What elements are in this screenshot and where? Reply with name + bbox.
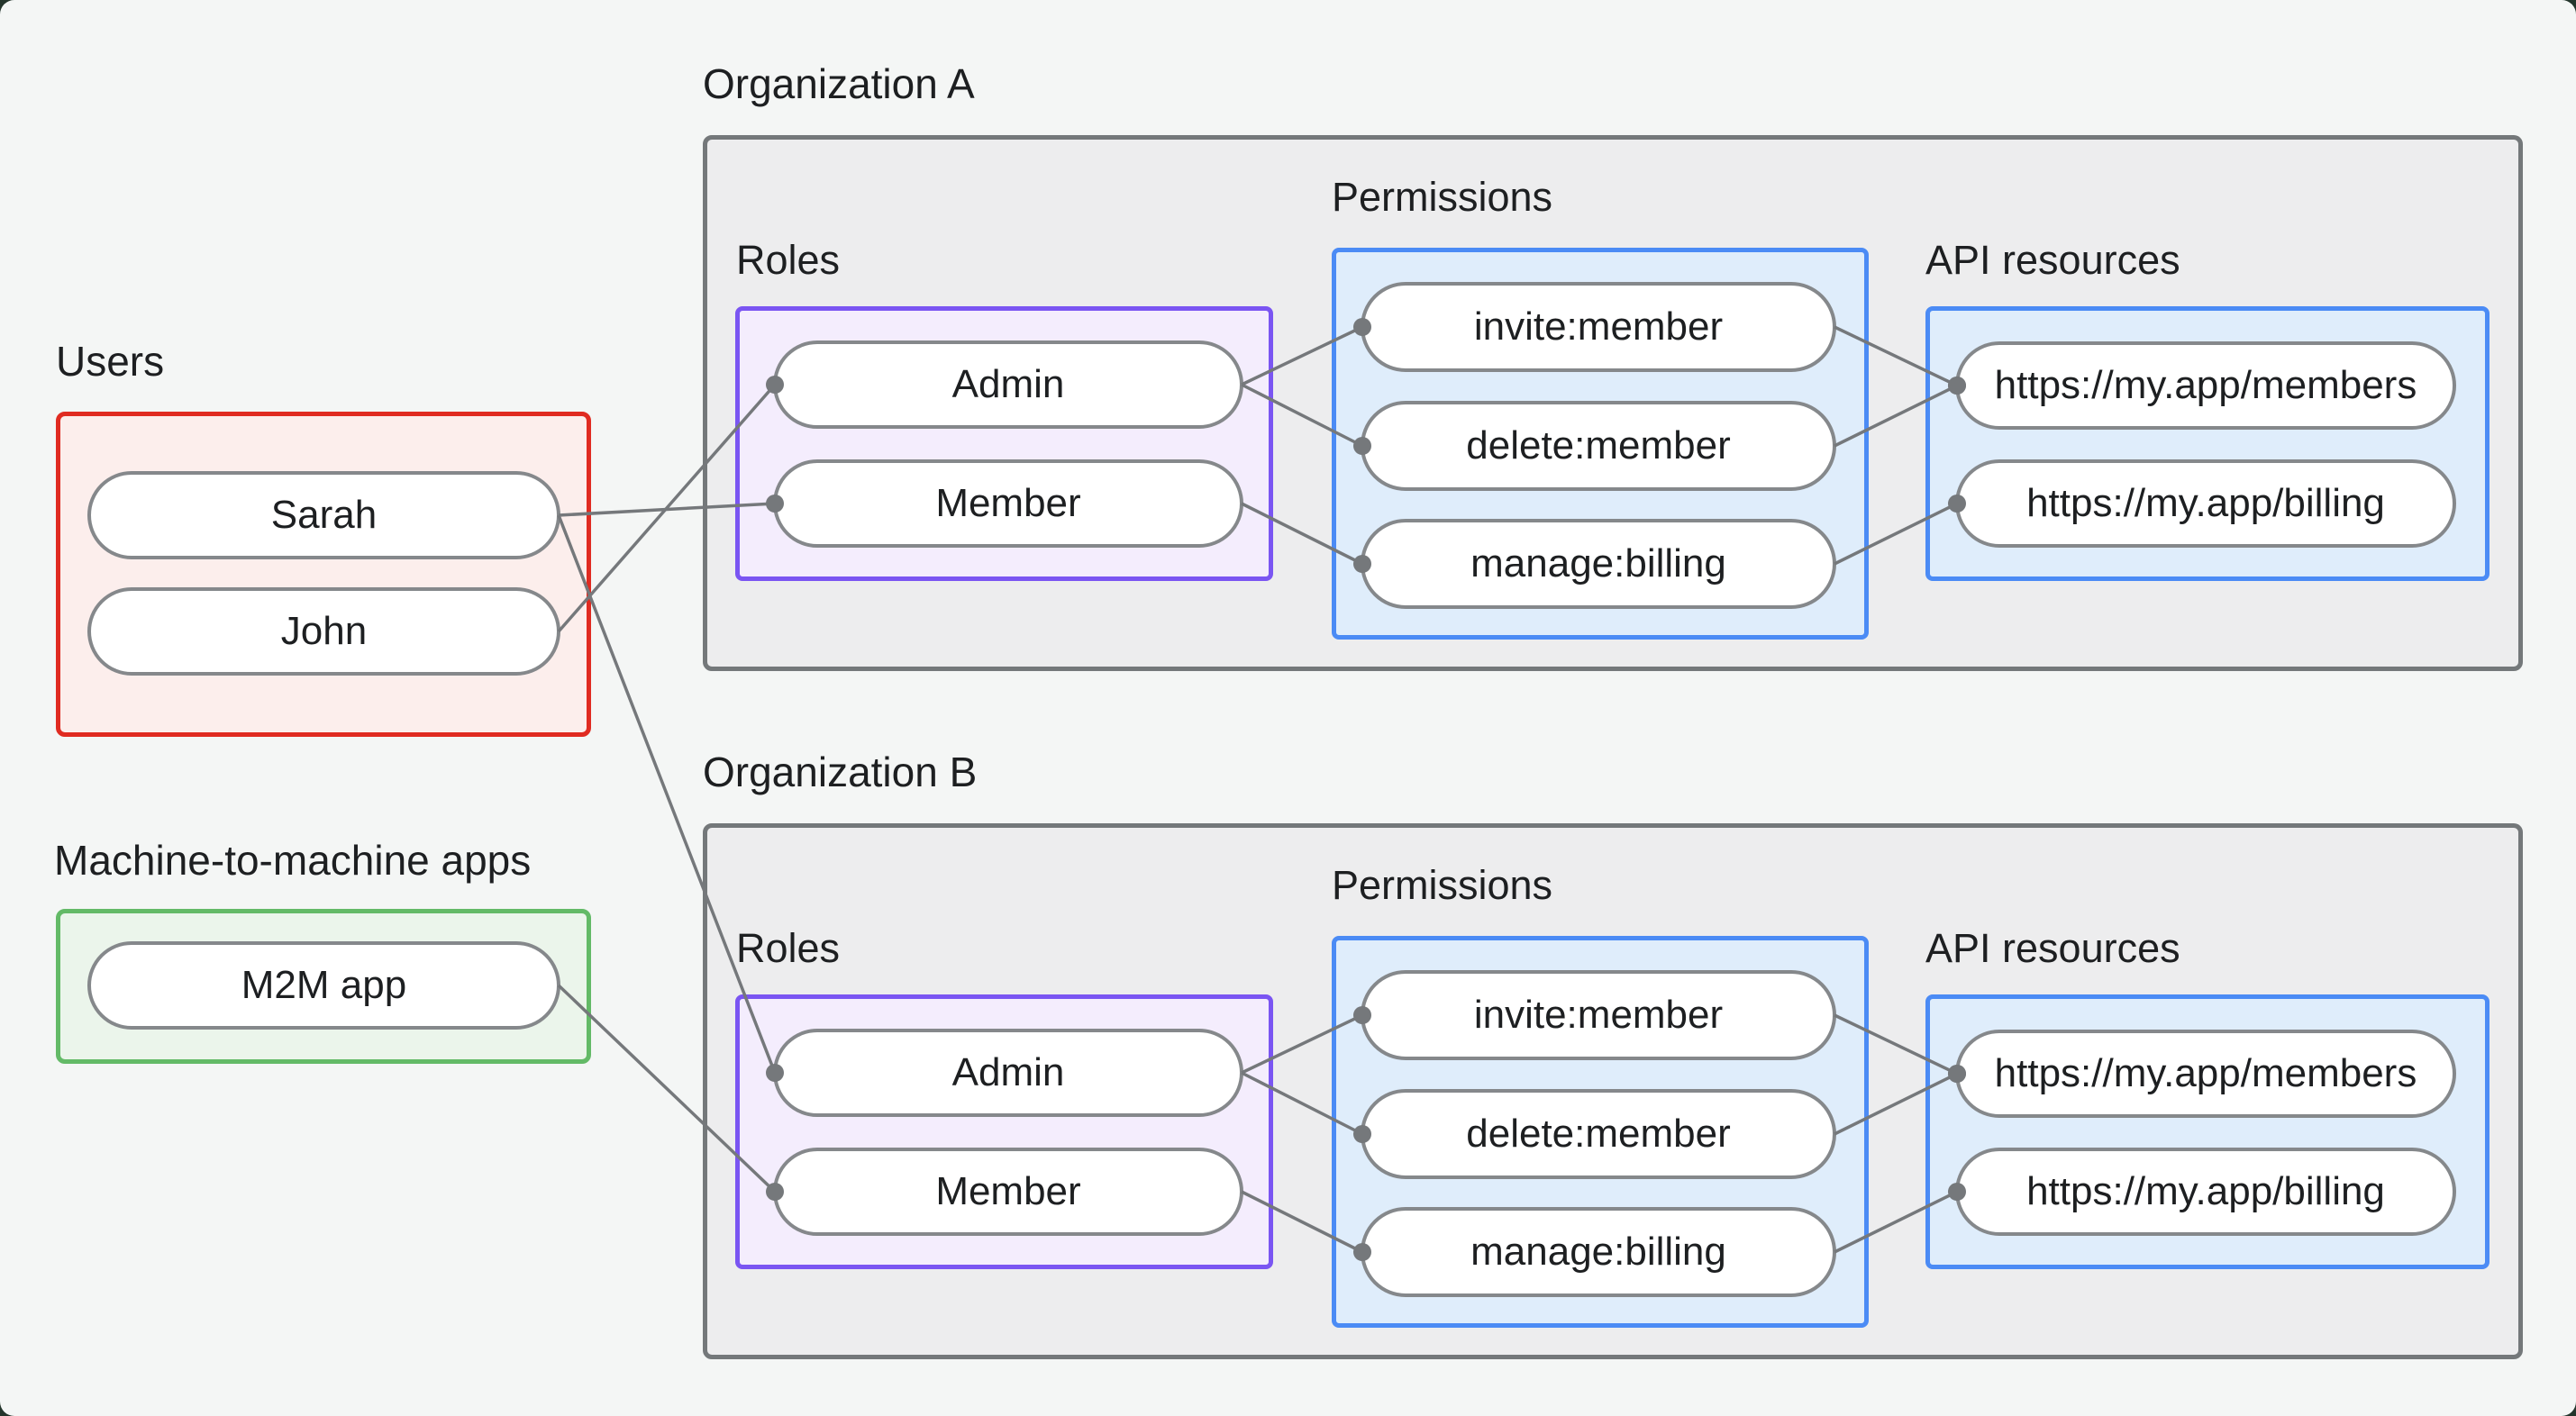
node-john: John xyxy=(87,587,560,676)
users-group-label: Users xyxy=(56,338,165,385)
node-org-b-admin: Admin xyxy=(773,1029,1243,1117)
node-org-a-manage-billing: manage:billing xyxy=(1361,519,1836,609)
node-org-b-invite-member: invite:member xyxy=(1361,970,1836,1060)
permissions-label-org-b: Permissions xyxy=(1332,862,1553,908)
org-b-label: Organization B xyxy=(703,749,978,795)
node-org-a-invite-member: invite:member xyxy=(1361,282,1836,372)
node-sarah: Sarah xyxy=(87,471,560,559)
users-group-box xyxy=(56,412,591,737)
m2m-group-label: Machine-to-machine apps xyxy=(54,837,532,884)
node-m2m-app: M2M app xyxy=(87,941,560,1030)
node-org-b-billing-api: https://my.app/billing xyxy=(1955,1148,2456,1236)
org-a-label: Organization A xyxy=(703,60,975,107)
node-org-a-member: Member xyxy=(773,459,1243,548)
node-org-a-delete-member: delete:member xyxy=(1361,401,1836,491)
node-org-a-billing-api: https://my.app/billing xyxy=(1955,459,2456,548)
node-org-b-manage-billing: manage:billing xyxy=(1361,1207,1836,1297)
node-org-b-member: Member xyxy=(773,1148,1243,1236)
node-org-b-delete-member: delete:member xyxy=(1361,1089,1836,1179)
node-org-b-members-api: https://my.app/members xyxy=(1955,1030,2456,1118)
node-org-a-members-api: https://my.app/members xyxy=(1955,341,2456,430)
api-resources-label-org-b: API resources xyxy=(1925,925,2180,971)
roles-label-org-b: Roles xyxy=(736,925,841,971)
roles-label-org-a: Roles xyxy=(736,237,841,283)
permissions-label-org-a: Permissions xyxy=(1332,174,1553,220)
node-org-a-admin: Admin xyxy=(773,340,1243,429)
api-resources-label-org-a: API resources xyxy=(1925,237,2180,283)
